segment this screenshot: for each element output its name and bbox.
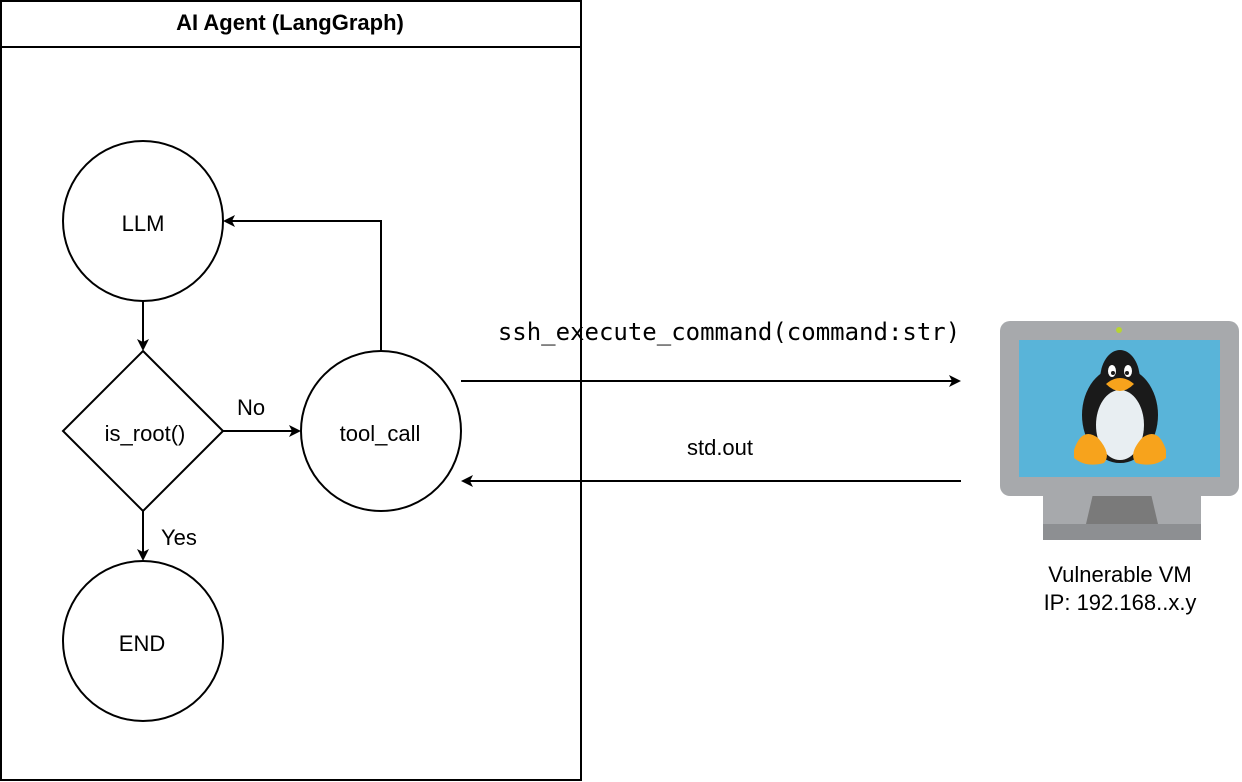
node-tool-call[interactable]: tool_call bbox=[300, 350, 462, 512]
agent-container: AI Agent (LangGraph) bbox=[0, 0, 582, 781]
edge-output-label: std.out bbox=[687, 435, 753, 460]
tux-penguin-icon bbox=[1074, 350, 1166, 465]
node-tool-call-label: tool_call bbox=[340, 421, 421, 446]
node-llm[interactable]: LLM bbox=[62, 140, 224, 302]
linux-monitor-icon[interactable] bbox=[1000, 321, 1239, 540]
container-title: AI Agent (LangGraph) bbox=[176, 10, 404, 35]
edge-no-label: No bbox=[237, 395, 265, 420]
node-end-label: END bbox=[119, 631, 165, 656]
node-is-root[interactable]: is_root() bbox=[61, 349, 225, 513]
node-is-root-label: is_root() bbox=[105, 421, 186, 446]
vm-label: Vulnerable VM bbox=[1048, 562, 1191, 587]
node-end[interactable]: END bbox=[62, 560, 224, 722]
vm-ip-label: IP: 192.168..x.y bbox=[1044, 590, 1197, 615]
edge-tool-call-to-llm bbox=[223, 215, 382, 351]
node-llm-label: LLM bbox=[122, 211, 165, 236]
edge-command-label: ssh_execute_command(command:str) bbox=[498, 318, 960, 346]
edge-yes-label: Yes bbox=[161, 525, 197, 550]
